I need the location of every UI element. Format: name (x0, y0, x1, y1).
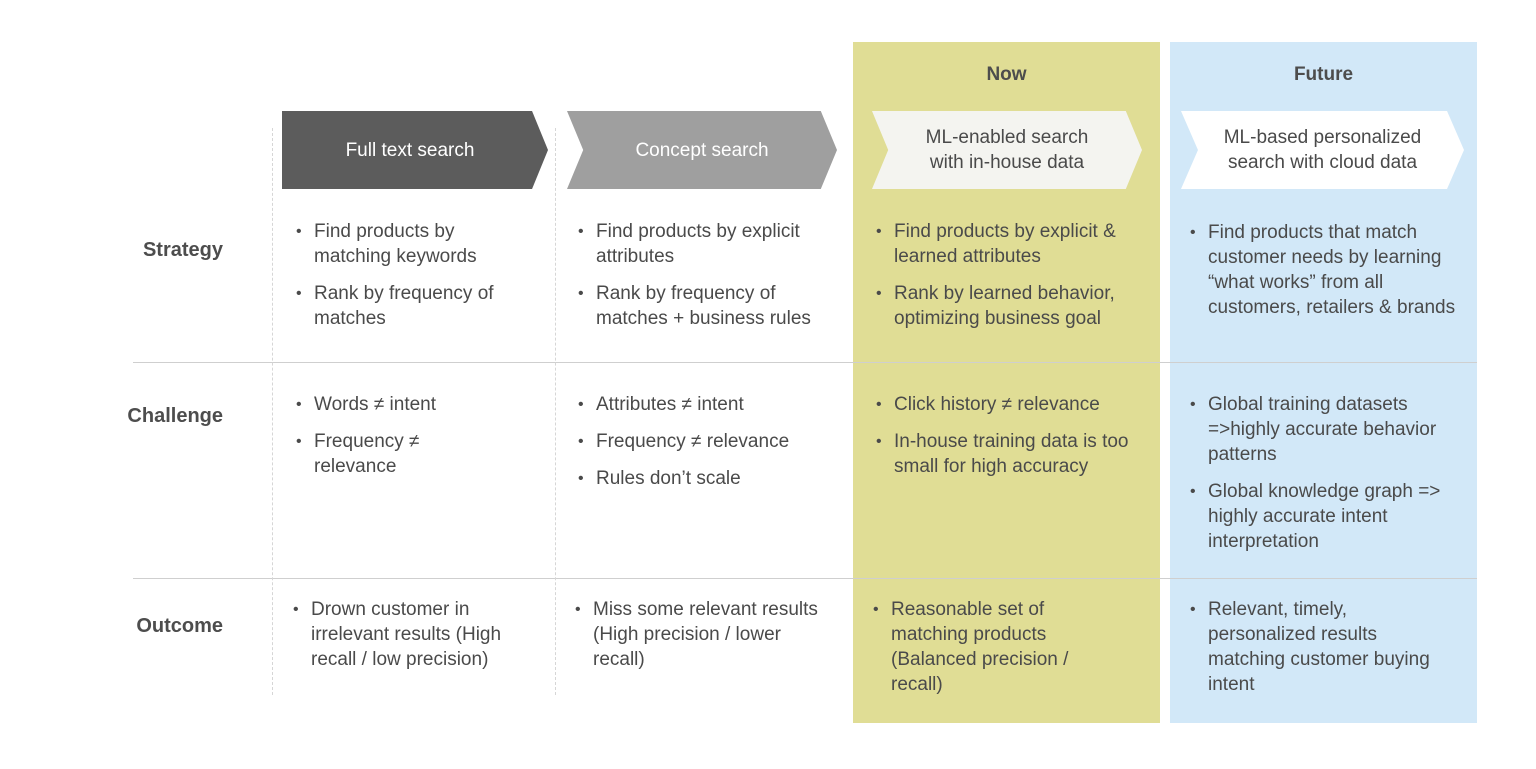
stage-label: Full text search (345, 139, 475, 161)
column-divider (555, 128, 556, 695)
future-header: Future (1293, 64, 1354, 85)
stage-label: ML-based personalized search with cloud … (1223, 127, 1422, 173)
list-item: Frequency ≠ relevance (578, 429, 838, 454)
outcome-cell-full-text: Drown customer in irrelevant results (Hi… (293, 597, 543, 684)
strategy-cell-full-text: Find products by matching keywords Rank … (296, 219, 536, 343)
list-item: Find products that match customer needs … (1190, 220, 1465, 320)
strategy-cell-concept: Find products by explicit attributes Ran… (578, 219, 838, 343)
row-divider (133, 362, 1477, 363)
list-item: Miss some relevant results (High precisi… (575, 597, 837, 672)
outcome-cell-future: Relevant, timely, personalized results m… (1190, 597, 1430, 709)
column-divider (272, 128, 273, 695)
list-item: Rules don’t scale (578, 466, 838, 491)
challenge-cell-full-text: Words ≠ intent Frequency ≠ relevance (296, 392, 536, 491)
outcome-cell-now: Reasonable set of matching products (Bal… (873, 597, 1103, 709)
row-label-outcome: Outcome (136, 615, 223, 637)
challenge-cell-now: Click history ≠ relevance In-house train… (876, 392, 1141, 491)
list-item: Frequency ≠ relevance (296, 429, 446, 479)
row-divider (133, 578, 1477, 579)
stage-ml-based-personalized-search: ML-based personalized search with cloud … (1181, 111, 1464, 189)
now-header: Now (986, 64, 1027, 85)
list-item: Click history ≠ relevance (876, 392, 1141, 417)
stage-full-text-search: Full text search (282, 111, 548, 189)
list-item: Rank by learned behavior, optimizing bus… (876, 281, 1154, 331)
list-item: Reasonable set of matching products (Bal… (873, 597, 1103, 697)
stage-concept-search: Concept search (567, 111, 837, 189)
list-item: Global knowledge graph => highly accurat… (1190, 479, 1462, 554)
stage-label: Concept search (635, 139, 769, 161)
challenge-cell-future: Global training datasets =>highly accura… (1190, 392, 1462, 566)
strategy-cell-future: Find products that match customer needs … (1190, 220, 1465, 332)
list-item: Drown customer in irrelevant results (Hi… (293, 597, 543, 672)
row-label-strategy: Strategy (142, 239, 223, 261)
list-item: Find products by explicit attributes (578, 219, 838, 269)
list-item: Rank by frequency of matches + business … (578, 281, 838, 331)
list-item: Global training datasets =>highly accura… (1190, 392, 1462, 467)
list-item: Find products by explicit & learned attr… (876, 219, 1154, 269)
list-item: Attributes ≠ intent (578, 392, 838, 417)
row-label-challenge: Challenge (127, 405, 223, 427)
list-item: In-house training data is too small for … (876, 429, 1141, 479)
list-item: Rank by frequency of matches (296, 281, 536, 331)
list-item: Relevant, timely, personalized results m… (1190, 597, 1430, 697)
list-item: Words ≠ intent (296, 392, 536, 417)
outcome-cell-concept: Miss some relevant results (High precisi… (575, 597, 837, 684)
stage-label: ML-enabled search with in-house data (925, 127, 1089, 173)
stage-ml-enabled-search: ML-enabled search with in-house data (872, 111, 1142, 189)
list-item: Find products by matching keywords (296, 219, 536, 269)
challenge-cell-concept: Attributes ≠ intent Frequency ≠ relevanc… (578, 392, 838, 503)
strategy-cell-now: Find products by explicit & learned attr… (876, 219, 1154, 343)
